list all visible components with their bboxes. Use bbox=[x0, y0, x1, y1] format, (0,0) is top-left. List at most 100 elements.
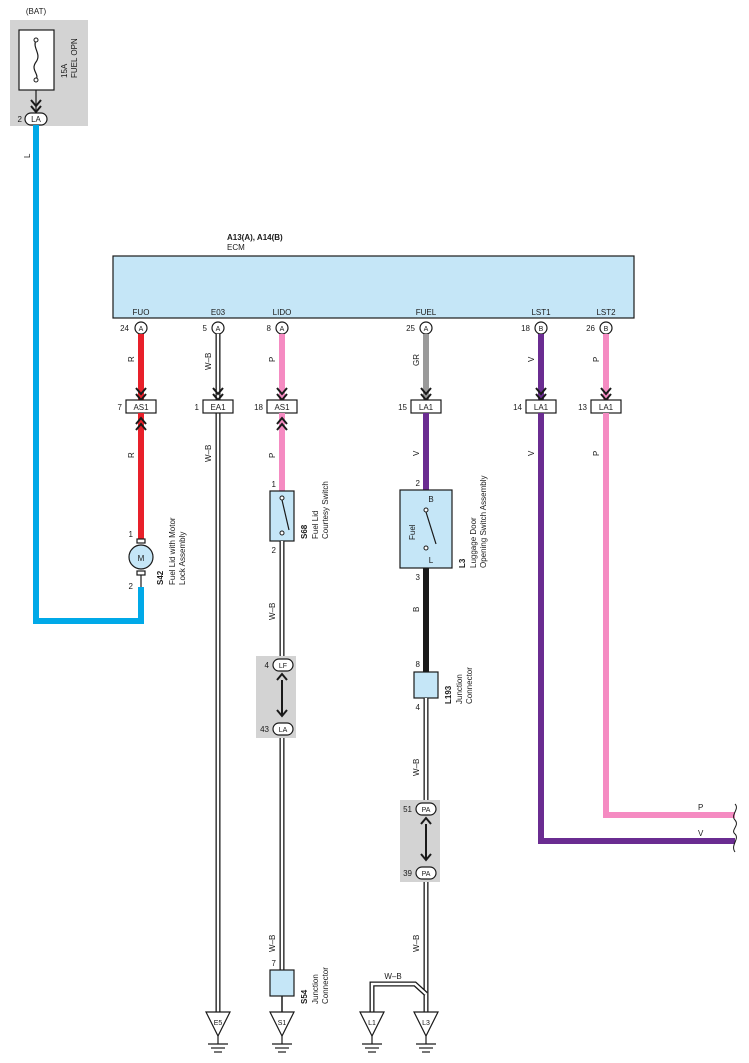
svg-text:8: 8 bbox=[267, 324, 272, 333]
svg-text:V: V bbox=[527, 450, 536, 456]
svg-text:PA: PA bbox=[422, 807, 431, 814]
svg-text:W–B: W–B bbox=[412, 759, 421, 776]
svg-text:W–B: W–B bbox=[384, 972, 401, 981]
fuel-lid-courtesy-switch: 1 2 S68 Fuel Lid Courtesy Switch bbox=[269, 480, 330, 555]
svg-text:S68: S68 bbox=[300, 524, 309, 539]
svg-text:2: 2 bbox=[416, 479, 421, 488]
svg-text:S54: S54 bbox=[300, 989, 309, 1004]
svg-text:L3: L3 bbox=[422, 1020, 430, 1027]
fuel-lid-motor: M 1 2 S42 Fuel Lid with Motor Lock Assem… bbox=[128, 517, 187, 591]
svg-text:A: A bbox=[216, 326, 221, 333]
svg-text:P: P bbox=[592, 357, 601, 362]
svg-text:Lock Assembly: Lock Assembly bbox=[178, 532, 187, 585]
svg-text:18: 18 bbox=[254, 403, 263, 412]
svg-text:Courtesy Switch: Courtesy Switch bbox=[321, 481, 330, 539]
svg-text:V: V bbox=[412, 450, 421, 456]
svg-text:LA1: LA1 bbox=[534, 403, 549, 412]
wire-lst1-lower bbox=[538, 413, 735, 844]
ground-s1: S1 bbox=[269, 1011, 295, 1053]
svg-text:A: A bbox=[424, 326, 429, 333]
svg-text:15: 15 bbox=[398, 403, 407, 412]
wire-lst2-lower bbox=[603, 413, 735, 818]
connector-ea1 bbox=[202, 399, 234, 414]
svg-text:P: P bbox=[268, 357, 277, 362]
svg-text:L: L bbox=[23, 153, 32, 158]
svg-text:AS1: AS1 bbox=[133, 403, 149, 412]
svg-text:13: 13 bbox=[578, 403, 587, 412]
wire-break-icon bbox=[733, 803, 737, 853]
connector-lf-la: LF 4 LA 43 bbox=[256, 656, 296, 738]
connector-arrow-icon bbox=[135, 416, 147, 431]
svg-text:LA1: LA1 bbox=[599, 403, 614, 412]
wire-fuse-to-motor bbox=[33, 125, 144, 624]
svg-text:EA1: EA1 bbox=[210, 403, 226, 412]
fuse-connector-arrow-icon bbox=[30, 99, 42, 114]
svg-text:7: 7 bbox=[272, 959, 277, 968]
ecm-terminal-lst1: B 18 bbox=[521, 321, 548, 335]
ground-l3: L3 bbox=[413, 1011, 439, 1053]
svg-text:W–B: W–B bbox=[412, 935, 421, 952]
ecm-terminal-lido: A 8 bbox=[267, 321, 289, 335]
svg-text:E03: E03 bbox=[211, 308, 226, 317]
svg-text:Fuel Lid with Motor: Fuel Lid with Motor bbox=[168, 517, 177, 585]
fuse-name: FUEL OPN bbox=[70, 38, 79, 78]
ecm-name: ECM bbox=[227, 243, 245, 252]
motor-icon: M bbox=[138, 554, 145, 563]
svg-text:Connector: Connector bbox=[465, 667, 474, 704]
svg-text:LST2: LST2 bbox=[596, 308, 616, 317]
svg-text:P: P bbox=[592, 451, 601, 456]
svg-text:Fuel: Fuel bbox=[408, 524, 417, 540]
svg-text:Connector: Connector bbox=[321, 967, 330, 1004]
svg-text:AS1: AS1 bbox=[274, 403, 290, 412]
svg-text:R: R bbox=[127, 452, 136, 458]
svg-text:LA: LA bbox=[31, 115, 41, 124]
ecm-terminal-fuel: A 25 bbox=[406, 321, 433, 335]
svg-text:B: B bbox=[539, 326, 544, 333]
svg-text:25: 25 bbox=[406, 324, 415, 333]
svg-text:E5: E5 bbox=[214, 1020, 223, 1027]
svg-text:A: A bbox=[280, 326, 285, 333]
svg-text:LST1: LST1 bbox=[531, 308, 551, 317]
svg-text:Junction: Junction bbox=[455, 674, 464, 704]
svg-text:2: 2 bbox=[272, 546, 277, 555]
svg-text:51: 51 bbox=[403, 805, 412, 814]
switch-icon bbox=[425, 511, 437, 545]
svg-text:P: P bbox=[698, 803, 703, 812]
svg-text:LA: LA bbox=[279, 727, 288, 734]
ecm-box bbox=[112, 255, 635, 319]
svg-text:B: B bbox=[428, 495, 433, 504]
connector-arrow-icon bbox=[420, 816, 432, 825]
svg-text:4: 4 bbox=[416, 703, 421, 712]
svg-text:5: 5 bbox=[203, 324, 208, 333]
svg-text:L3: L3 bbox=[458, 558, 467, 568]
svg-text:26: 26 bbox=[586, 324, 595, 333]
svg-text:14: 14 bbox=[513, 403, 522, 412]
svg-text:LF: LF bbox=[279, 663, 287, 670]
svg-text:B: B bbox=[412, 607, 421, 612]
connector-arrow-icon bbox=[276, 709, 288, 718]
svg-text:W–B: W–B bbox=[204, 353, 213, 370]
svg-text:A: A bbox=[139, 326, 144, 333]
svg-text:L: L bbox=[429, 556, 434, 565]
svg-text:W–B: W–B bbox=[268, 935, 277, 952]
svg-text:S42: S42 bbox=[156, 570, 165, 585]
svg-text:R: R bbox=[127, 356, 136, 362]
svg-text:L1: L1 bbox=[368, 1020, 376, 1027]
ground-e5: E5 bbox=[205, 1011, 231, 1053]
svg-text:18: 18 bbox=[521, 324, 530, 333]
svg-text:24: 24 bbox=[120, 324, 129, 333]
svg-text:1: 1 bbox=[272, 480, 277, 489]
svg-text:V: V bbox=[527, 356, 536, 362]
svg-text:7: 7 bbox=[118, 403, 123, 412]
svg-text:B: B bbox=[604, 326, 609, 333]
ecm-terminal-lst2: B 26 bbox=[586, 321, 613, 335]
svg-text:1: 1 bbox=[195, 403, 200, 412]
ground-l1: L1 bbox=[359, 1011, 385, 1053]
svg-text:S1: S1 bbox=[278, 1020, 287, 1027]
svg-text:PA: PA bbox=[422, 871, 431, 878]
connector-arrow-icon bbox=[276, 672, 288, 681]
svg-text:GR: GR bbox=[412, 354, 421, 366]
fuse-icon bbox=[33, 39, 39, 81]
svg-text:39: 39 bbox=[403, 869, 412, 878]
